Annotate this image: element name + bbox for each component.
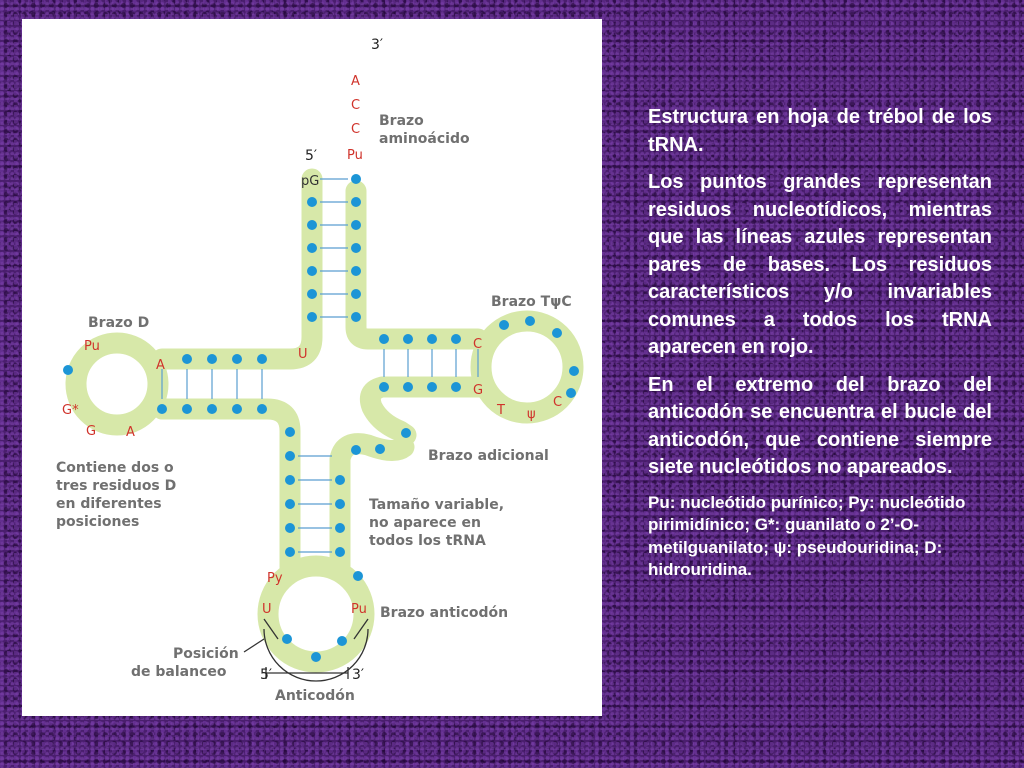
caption-paragraph-anticodon: En el extremo del brazo del anticodón se… xyxy=(648,373,992,479)
anticodon-bracket xyxy=(243,618,369,682)
caption-title: Estructura en hoja de trébol de los tRNA… xyxy=(648,106,992,156)
residue-t-g: G xyxy=(473,383,483,398)
residue-d-gstar: G* xyxy=(62,403,79,418)
residue-u-top: U xyxy=(298,347,308,362)
caption: Estructura en hoja de trébol de los tRNA… xyxy=(648,104,992,582)
trna-cloverleaf-diagram: 3′ 5′ pG A C C Pu U Pu A G* G A C G T ψ … xyxy=(56,37,584,704)
residue-d-pu: Pu xyxy=(84,339,100,354)
residue-ac-u: U xyxy=(262,602,272,617)
residue-t-t: T xyxy=(496,403,505,418)
caption-legend: Pu: nucleótido purínico; Py: nucleótido … xyxy=(648,492,966,580)
nucleotide-dots xyxy=(63,174,579,662)
backbone-d-lower-strand xyxy=(151,398,301,578)
base-pairs xyxy=(161,178,479,553)
end-5prime: 5′ xyxy=(305,148,317,164)
acceptor-residue-c1: C xyxy=(351,98,360,113)
anticodon-3prime: 3′ xyxy=(352,667,364,683)
acceptor-residue-pu: Pu xyxy=(347,148,363,163)
residue-t-psi: ψ xyxy=(527,407,536,422)
backbone-extra-to-anticodon xyxy=(329,433,415,578)
backbone-3prime-strand xyxy=(345,180,489,350)
residue-t-c-top: C xyxy=(473,337,482,352)
backbone-t-lower-strand xyxy=(359,376,489,446)
trna-figure-panel: 3′ 5′ pG A C C Pu U Pu A G* G A C G T ψ … xyxy=(22,19,602,716)
label-tpsic-arm: Brazo TψC xyxy=(491,294,572,310)
residue-ac-pu: Pu xyxy=(351,602,367,617)
acceptor-residue-c2: C xyxy=(351,122,360,137)
caption-paragraph-dots: Los puntos grandes representan residuos … xyxy=(648,171,992,358)
label-extra-arm: Brazo adicional xyxy=(428,448,549,464)
label-anticodon-arm: Brazo anticodón xyxy=(380,605,508,621)
residue-d-a-top: A xyxy=(156,358,165,373)
label-d-arm: Brazo D xyxy=(88,315,149,331)
backbone xyxy=(65,168,584,673)
acceptor-residue-a: A xyxy=(351,74,360,89)
residue-ac-py: Py xyxy=(267,571,283,586)
residue-d-g: G xyxy=(86,424,96,439)
pg-residue: pG xyxy=(301,174,319,189)
residue-d-a-bottom: A xyxy=(126,425,135,440)
label-extra-note: Tamaño variable,no aparece en todos los … xyxy=(369,497,504,549)
backbone-d-loop xyxy=(65,332,169,436)
end-3prime: 3′ xyxy=(371,37,383,53)
residue-t-c-bottom: C xyxy=(553,395,562,410)
anticodon-5prime: 5′ xyxy=(260,667,272,683)
backbone-5prime-strand xyxy=(151,168,323,370)
label-anticodon: Anticodón xyxy=(275,688,355,704)
